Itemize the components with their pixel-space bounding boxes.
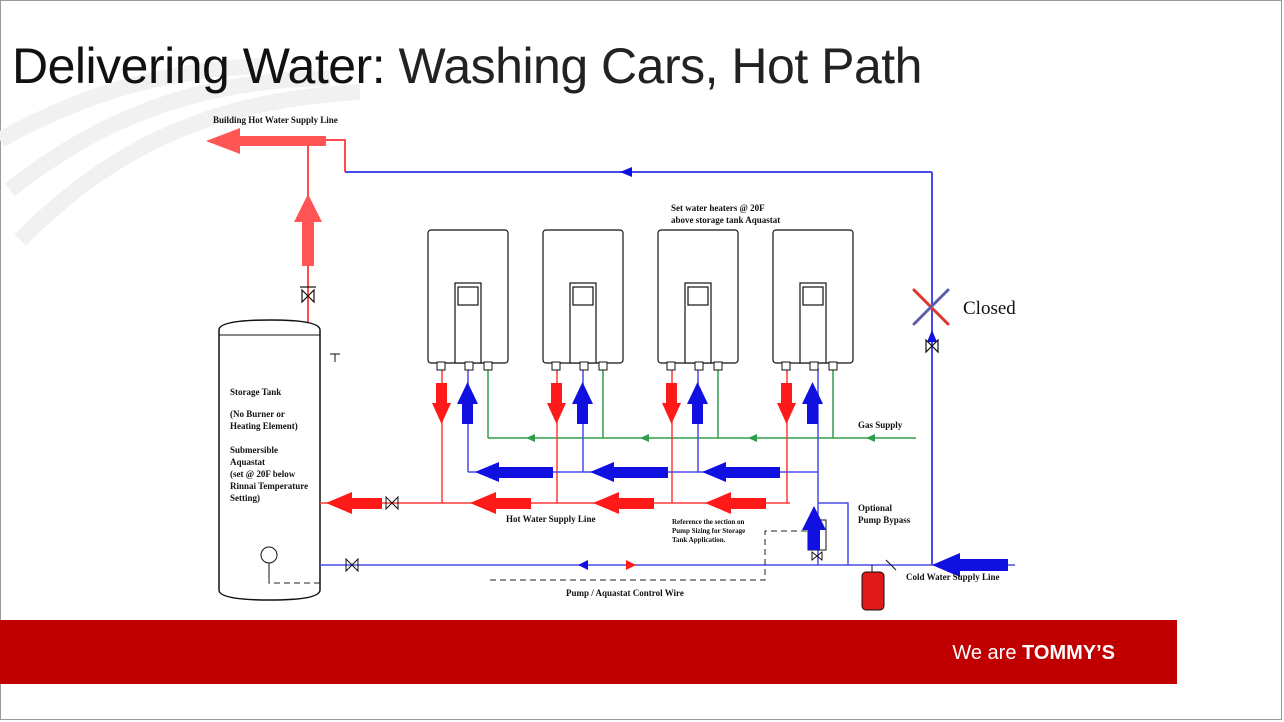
expansion-tank (861, 565, 885, 611)
title-main: Delivering Water: (12, 38, 386, 94)
control-wire (268, 530, 808, 584)
gas-arrows (526, 434, 875, 442)
reference-label-1: Reference the section on (672, 518, 744, 526)
water-heater-4 (772, 229, 854, 364)
water-heater-2 (542, 229, 624, 364)
set-heaters-label-1: Set water heaters @ 20F (671, 203, 765, 213)
optional-bypass-label-2: Pump Bypass (858, 515, 911, 525)
flow-arrow-left-top (620, 167, 632, 177)
pump-up-arrow (802, 506, 826, 550)
building-hot-label: Building Hot Water Supply Line (213, 115, 338, 125)
cold-in-arrow (932, 553, 1008, 577)
svg-text:(No Burner or: (No Burner or (230, 409, 285, 419)
svg-text:Storage Tank: Storage Tank (230, 387, 281, 397)
flow-arrow-cold-left (578, 560, 588, 570)
cold-supply-label: Cold Water Supply Line (906, 572, 999, 582)
gas-supply-line (487, 370, 916, 439)
tank-hot-valve (385, 495, 399, 511)
reference-label-2: Pump Sizing for Storage (672, 527, 745, 535)
footer-bar: We are TOMMY’S (0, 620, 1177, 684)
hot-up-arrow (294, 194, 322, 266)
svg-text:Rinnai Temperature: Rinnai Temperature (230, 481, 308, 491)
svg-text:Setting): Setting) (230, 493, 260, 503)
water-heater-3 (657, 229, 739, 364)
water-heaters (427, 229, 854, 364)
set-heaters-label-2: above storage tank Aquastat (671, 215, 780, 225)
water-heater-1 (427, 229, 509, 364)
hot-supply-label: Hot Water Supply Line (506, 514, 595, 524)
background-swoosh (0, 58, 361, 246)
pump-wire-label: Pump / Aquastat Control Wire (566, 588, 684, 598)
footer-text: We are TOMMY’S (952, 642, 1115, 664)
flow-arrow-cold-right (626, 560, 636, 570)
slide-title: Delivering Water: Washing Cars, Hot Path (12, 34, 922, 98)
storage-tank (218, 319, 321, 601)
tank-text: Storage Tank (No Burner or Heating Eleme… (230, 387, 308, 503)
bypass-valve-top (925, 338, 939, 354)
riser-valve (300, 286, 316, 304)
check-valve (885, 559, 897, 571)
svg-text:(set @ 20F below: (set @ 20F below (230, 469, 296, 479)
cold-left-arrows (475, 462, 780, 482)
svg-text:Heating Element): Heating Element) (230, 421, 298, 431)
svg-text:Aquastat: Aquastat (230, 457, 265, 467)
footer-brand: TOMMY’S (1022, 642, 1115, 664)
flow-arrow-up-right (927, 330, 937, 342)
gas-supply-label: Gas Supply (858, 420, 903, 430)
closed-x-mark (912, 288, 950, 326)
title-sub: Washing Cars, Hot Path (385, 38, 922, 94)
hot-down-arrows (432, 383, 796, 424)
cold-up-arrows (457, 382, 823, 424)
hot-out-arrow (206, 128, 326, 154)
svg-text:Submersible: Submersible (230, 445, 278, 455)
optional-bypass-label-1: Optional (858, 503, 893, 513)
tank-cold-valve (345, 557, 359, 573)
thermometer-icon (330, 353, 340, 362)
reference-label-3: Tank Application. (672, 536, 726, 544)
hot-left-arrows (326, 492, 766, 514)
heater-fittings (436, 361, 838, 371)
closed-label: Closed (963, 298, 1016, 319)
